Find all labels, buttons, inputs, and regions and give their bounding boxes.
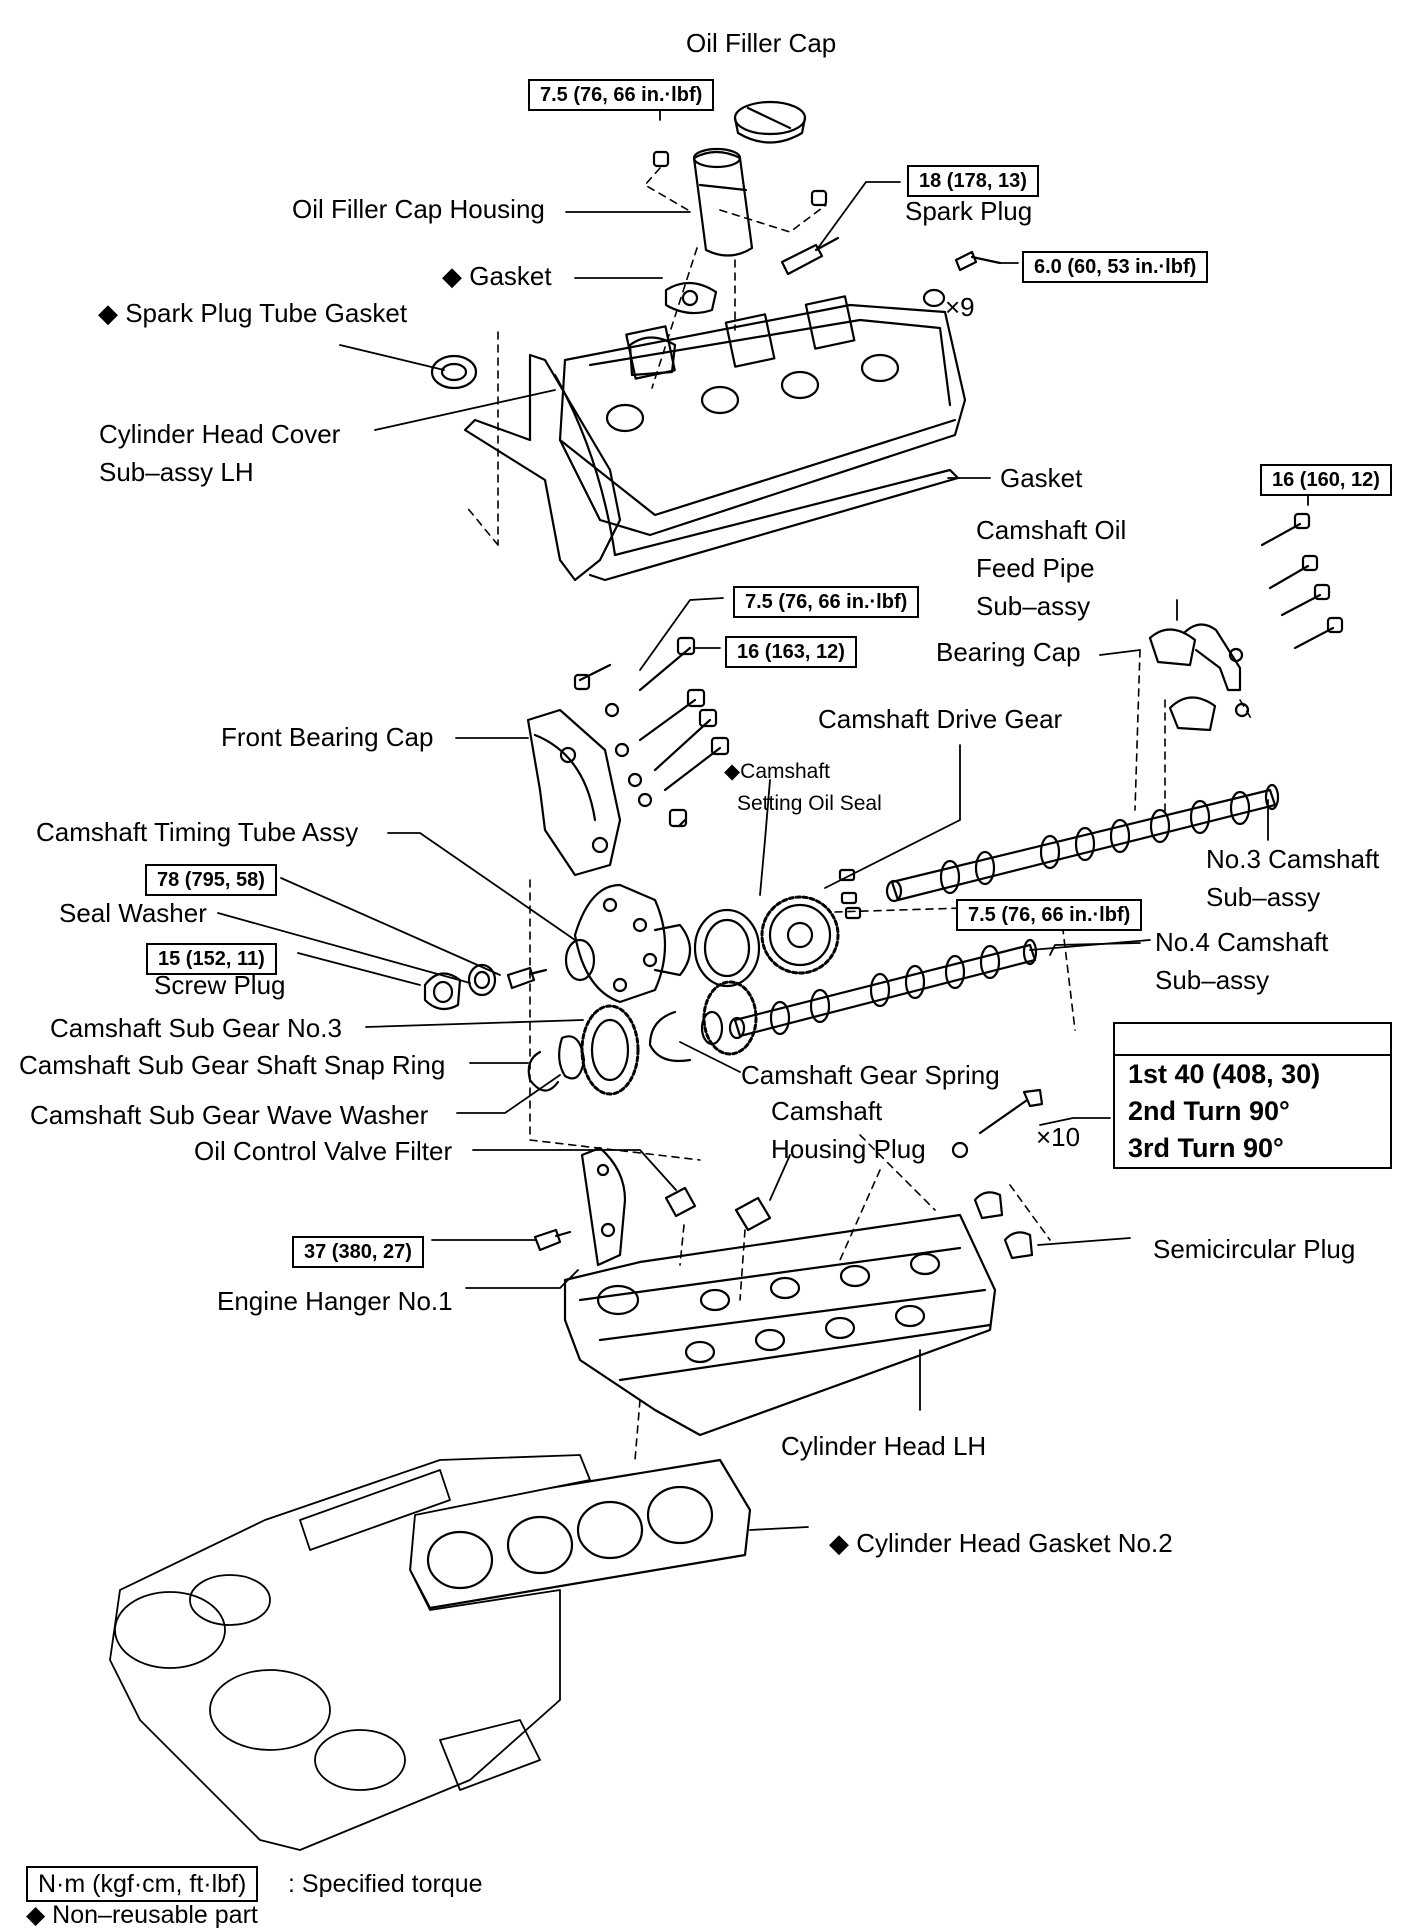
front-bearing-cap-part — [526, 708, 622, 877]
cylinder-head-cover-part — [558, 295, 967, 537]
cylinder-head-lh-part — [563, 1213, 997, 1437]
label-camshaft-setting-oil-seal-1: ◆Camshaft — [724, 760, 831, 783]
oil-filler-nuts — [652, 150, 828, 207]
label-no4-camshaft-2: Sub–assy — [1155, 965, 1270, 995]
oil-filler-cap-part — [733, 100, 807, 144]
label-camshaft-timing-tube: Camshaft Timing Tube Assy — [36, 817, 359, 847]
semicircular-plug-part — [973, 1191, 1034, 1260]
label-wave-washer: Camshaft Sub Gear Wave Washer — [30, 1100, 429, 1130]
label-spark-plug-tube-gasket: ◆ Spark Plug Tube Gasket — [98, 298, 408, 328]
spec-step-3: 3rd Turn 90° — [1128, 1133, 1284, 1163]
no4-camshaft-part — [728, 938, 1038, 1040]
gear-spring-part — [648, 1010, 692, 1063]
torque-bearing-cap-rear: 16 (160, 12) — [1260, 464, 1392, 496]
torque-engine-hanger: 37 (380, 27) — [292, 1236, 424, 1268]
label-sub-gear-no3: Camshaft Sub Gear No.3 — [50, 1013, 342, 1043]
head-bolt-part — [951, 1088, 1044, 1159]
no3-camshaft-part — [885, 783, 1280, 903]
spec-header — [1115, 1024, 1390, 1056]
engine-hanger-part — [533, 1146, 627, 1267]
label-oil-filler-cap: Oil Filler Cap — [686, 28, 837, 58]
label-seal-washer: Seal Washer — [59, 898, 207, 928]
legend-torque-unit-box: N·m (kgf·cm, ft·lbf) — [26, 1866, 259, 1902]
label-no3-camshaft-1: No.3 Camshaft — [1206, 844, 1380, 874]
spec-step-2: 2nd Turn 90° — [1128, 1096, 1290, 1126]
no4-camshaft-gear — [700, 980, 758, 1056]
label-oil-filler-cap-housing: Oil Filler Cap Housing — [292, 194, 545, 224]
label-camshaft-drive-gear: Camshaft Drive Gear — [818, 704, 1063, 734]
label-camshaft-setting-oil-seal-2: Setting Oil Seal — [737, 792, 882, 815]
ocv-filter-part — [664, 1186, 697, 1218]
torque-cover-bolt: 6.0 (60, 53 in.·lbf) — [1022, 251, 1209, 283]
sub-gear-no3-part — [580, 1004, 640, 1096]
leader-lines — [217, 89, 1309, 1531]
torque-timing-tube: 78 (795, 58) — [145, 864, 277, 896]
spark-plug-tube-gasket-part — [430, 354, 478, 390]
label-gear-spring: Camshaft Gear Spring — [741, 1060, 1000, 1090]
snap-ring-part — [527, 1050, 560, 1092]
housing-plug-part — [734, 1196, 772, 1232]
label-camshaft-oil-feed-1: Camshaft Oil — [976, 515, 1127, 545]
torque-drive-gear: 7.5 (76, 66 in.·lbf) — [956, 899, 1143, 931]
label-cyl-head-cover-1: Cylinder Head Cover — [99, 419, 341, 449]
legend-nonreusable: ◆ Non–reusable part — [26, 1901, 258, 1929]
label-cylinder-head-lh: Cylinder Head LH — [781, 1431, 987, 1461]
label-cover-gasket: Gasket — [1000, 463, 1083, 493]
label-front-bearing-cap: Front Bearing Cap — [221, 722, 434, 752]
front-cap-bolts — [573, 636, 730, 828]
cover-gasket-part — [463, 353, 960, 582]
drive-gear-bolts — [838, 868, 862, 920]
label-cylinder-head-gasket: ◆ Cylinder Head Gasket No.2 — [829, 1528, 1173, 1558]
cover-bolt-part — [922, 250, 1002, 308]
oil-filler-cap-housing-part — [692, 147, 754, 257]
timing-tube-bolt-part — [423, 963, 548, 1011]
torque-front-cap-small: 7.5 (76, 66 in.·lbf) — [733, 586, 920, 618]
torque-screw-plug: 15 (152, 11) — [146, 943, 277, 975]
label-no3-camshaft-2: Sub–assy — [1206, 882, 1321, 912]
label-screw-plug: Screw Plug — [154, 970, 286, 1000]
label-camshaft-oil-feed-2: Feed Pipe — [976, 553, 1095, 583]
label-housing-plug-2: Housing Plug — [771, 1134, 926, 1164]
legend-torque-text: : Specified torque — [288, 1870, 483, 1898]
label-cyl-head-cover-2: Sub–assy LH — [99, 457, 254, 487]
camshaft-setting-oil-seal-part — [693, 908, 761, 988]
label-no4-camshaft-1: No.4 Camshaft — [1155, 927, 1329, 957]
camshaft-timing-tube-part — [564, 883, 692, 1004]
label-bearing-cap: Bearing Cap — [936, 637, 1081, 667]
wave-washer-part — [558, 1035, 586, 1080]
bearing-caps-rear — [1148, 512, 1344, 732]
spark-plug-part — [780, 236, 840, 276]
label-ocv-filter: Oil Control Valve Filter — [194, 1136, 453, 1166]
label-snap-ring: Camshaft Sub Gear Shaft Snap Ring — [19, 1050, 446, 1080]
label-x9: ×9 — [945, 292, 975, 322]
label-housing-gasket: ◆ Gasket — [442, 261, 552, 291]
engine-block-part — [109, 1454, 591, 1851]
guide-lines-top — [464, 167, 827, 546]
label-camshaft-oil-feed-3: Sub–assy — [976, 591, 1091, 621]
label-spark-plug: Spark Plug — [905, 196, 1033, 226]
label-x10: ×10 — [1036, 1122, 1081, 1152]
label-engine-hanger: Engine Hanger No.1 — [217, 1286, 453, 1316]
label-housing-plug-1: Camshaft — [771, 1096, 883, 1126]
torque-spark-plug: 18 (178, 13) — [907, 165, 1039, 197]
spec-step-1: 1st 40 (408, 30) — [1128, 1059, 1321, 1089]
torque-oil-filler: 7.5 (76, 66 in.·lbf) — [528, 79, 715, 111]
housing-gasket-part — [664, 281, 718, 315]
torque-front-cap-bolt: 16 (163, 12) — [725, 636, 857, 668]
label-semicircular-plug: Semicircular Plug — [1153, 1234, 1356, 1264]
camshaft-drive-gear-part — [760, 895, 840, 975]
head-bolt-torque-spec: 1st 40 (408, 30) 2nd Turn 90° 3rd Turn 9… — [1113, 1022, 1392, 1169]
